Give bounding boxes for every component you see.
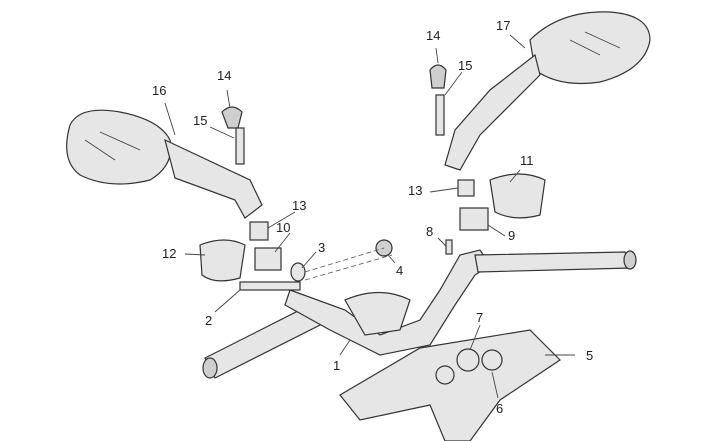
label-9: 9: [508, 228, 515, 243]
switch-7: [456, 348, 480, 372]
washer: [290, 262, 306, 282]
left-mirror: [66, 109, 263, 219]
screw: [239, 281, 301, 291]
left-bolt: [235, 127, 245, 165]
label-13-left: 13: [292, 198, 306, 213]
label-12: 12: [162, 246, 176, 261]
right-bushing: [457, 179, 475, 197]
switch-6: [481, 349, 503, 371]
left-bolt-cap: [221, 106, 243, 129]
label-1: 1: [333, 358, 340, 373]
label-11: 11: [520, 153, 534, 168]
label-5: 5: [586, 348, 593, 363]
label-2: 2: [205, 313, 212, 328]
label-14-right: 14: [426, 28, 440, 43]
label-3: 3: [318, 240, 325, 255]
label-6: 6: [496, 401, 503, 416]
left-clamp: [254, 247, 282, 271]
right-mirror: [444, 11, 651, 171]
label-15-right: 15: [458, 58, 472, 73]
label-14-left: 14: [217, 68, 231, 83]
label-13-right: 13: [408, 183, 422, 198]
label-4: 4: [396, 263, 403, 278]
right-bolt-cap: [429, 64, 447, 89]
label-15-left: 15: [193, 113, 207, 128]
label-16: 16: [152, 83, 166, 98]
right-clamp: [459, 207, 489, 231]
left-bushing: [249, 221, 269, 241]
handlebar: [202, 249, 637, 379]
right-bolt: [435, 94, 445, 136]
label-10: 10: [276, 220, 290, 235]
label-8: 8: [426, 224, 433, 239]
left-grip-cover: [199, 239, 246, 282]
right-grip-cover: [489, 173, 546, 219]
cover: [339, 329, 561, 441]
label-7: 7: [476, 310, 483, 325]
small-screw: [445, 239, 453, 255]
label-17: 17: [496, 18, 510, 33]
